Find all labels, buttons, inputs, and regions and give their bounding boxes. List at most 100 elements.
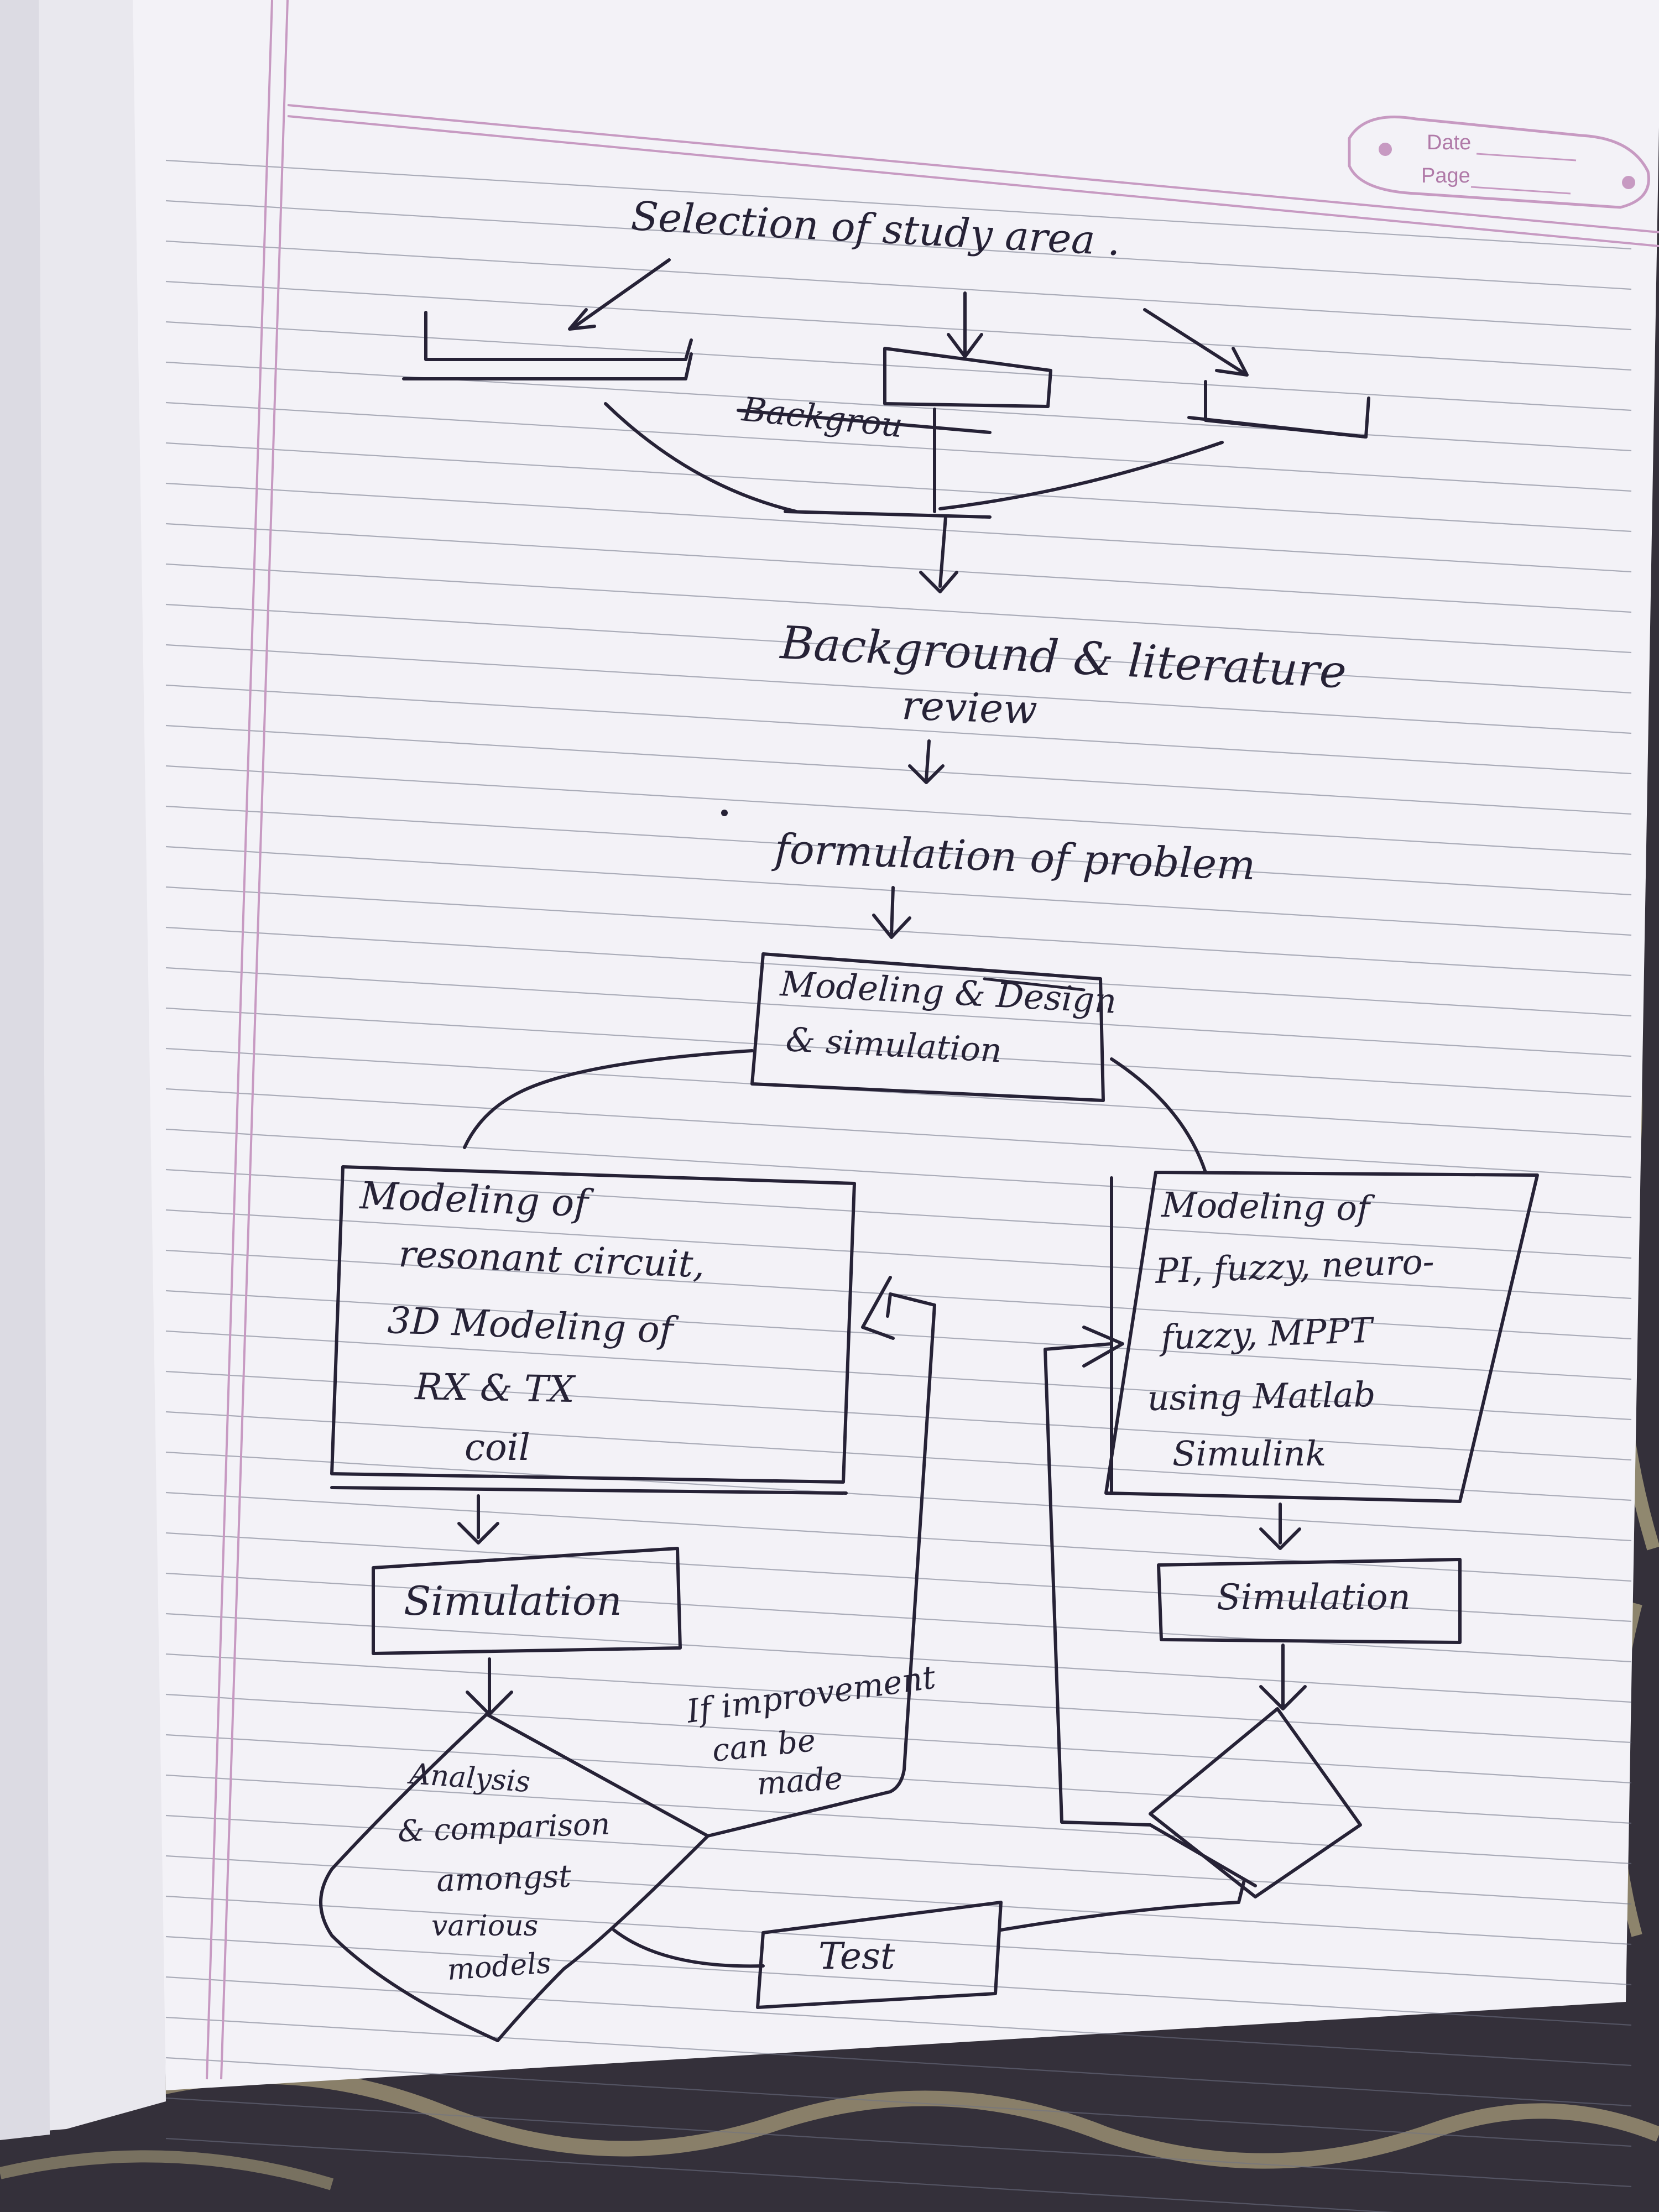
page-stack-edge xyxy=(0,0,166,2140)
ruled-line xyxy=(165,1290,1632,1380)
branch-right xyxy=(1110,1057,1207,1174)
left-simulation-box xyxy=(372,1547,682,1655)
ruled-line xyxy=(165,1976,1632,2067)
analysis-line-3: amongst xyxy=(436,1859,572,1899)
ruled-line xyxy=(165,361,1632,452)
ruled-line xyxy=(165,684,1632,775)
page-label: Page xyxy=(1421,164,1470,187)
right-model-line-5: Simulink xyxy=(1172,1433,1326,1474)
ruled-line xyxy=(165,1532,1632,1623)
ruled-line xyxy=(165,1088,1632,1178)
ruled-line xyxy=(165,2097,1632,2188)
design-simulation-box xyxy=(750,952,1105,1102)
ruled-line xyxy=(165,1855,1632,1945)
ruled-line xyxy=(165,1895,1632,1986)
connector-test-to-decision xyxy=(999,1879,1246,1932)
left-model-line-5: coil xyxy=(465,1426,530,1469)
ruled-line xyxy=(165,563,1632,654)
ruled-line xyxy=(165,1451,1632,1542)
ruled-line xyxy=(165,2016,1632,2107)
badge-dot-icon xyxy=(1622,176,1635,189)
arrow-to-review xyxy=(938,515,947,588)
step-literature-review-line2: review xyxy=(901,682,1038,733)
ruled-line xyxy=(165,926,1632,1017)
notebook-page xyxy=(133,0,1659,2090)
ruled-line xyxy=(165,1168,1632,1259)
margin-lines xyxy=(206,0,1659,2080)
ruled-line xyxy=(165,482,1632,573)
right-model-line-2: PI, fuzzy, neuro- xyxy=(1154,1241,1435,1291)
ruled-line xyxy=(165,1370,1632,1461)
empty-box-middle xyxy=(883,347,1052,408)
ruled-line xyxy=(165,644,1632,734)
right-feedback-line xyxy=(1044,1342,1152,1827)
ruled-line xyxy=(165,200,1632,290)
connector-bar xyxy=(784,510,992,519)
arrow-to-problem xyxy=(925,739,931,781)
ruled-line xyxy=(165,2137,1395,2212)
ruled-line xyxy=(165,846,1632,936)
analysis-decision-diamond xyxy=(319,1713,709,2042)
analysis-line-4: various xyxy=(431,1910,538,1943)
ruled-line xyxy=(165,1047,1632,1138)
arrow-to-left-box xyxy=(573,258,671,328)
ruled-line xyxy=(165,240,1632,331)
ruled-line xyxy=(165,967,1632,1057)
left-model-line-1: Modeling of xyxy=(358,1174,594,1226)
ruled-line xyxy=(165,1693,1632,1784)
analysis-line-2: & comparison xyxy=(397,1807,611,1849)
test-box xyxy=(756,1901,1003,2009)
ruled-line xyxy=(165,321,1632,411)
right-simulation-box xyxy=(1157,1558,1462,1644)
arrow-to-design xyxy=(890,886,895,936)
connector-left xyxy=(604,402,798,513)
ruled-line xyxy=(165,442,1632,533)
left-model-line-4: RX & TX xyxy=(414,1365,577,1411)
ruled-line xyxy=(165,1007,1632,1098)
right-feedback-arrowhead-icon xyxy=(1082,1326,1124,1368)
connector-right xyxy=(938,441,1224,510)
right-model-box xyxy=(1104,1171,1539,1503)
right-model-line-1: Modeling of xyxy=(1161,1185,1376,1229)
connector-analysis-to-test xyxy=(612,1928,765,1968)
right-decision-diamond xyxy=(1149,1707,1362,1898)
test-label: Test xyxy=(818,1935,895,1978)
left-simulation-label: Simulation xyxy=(404,1578,622,1624)
ruled-line xyxy=(165,805,1632,896)
ruled-line xyxy=(165,1411,1632,1501)
ruled-line xyxy=(165,1613,1632,1703)
analysis-line-5: models xyxy=(446,1947,552,1987)
ruled-line xyxy=(165,159,1632,250)
feedback-arrowhead-icon xyxy=(861,1276,895,1340)
ruled-line xyxy=(165,1936,1632,2026)
empty-box-left xyxy=(424,311,693,361)
branch-left xyxy=(463,1049,754,1149)
improvement-line-3: made xyxy=(755,1760,844,1802)
ruled-line xyxy=(165,1653,1632,1744)
badge-dot-icon xyxy=(1379,143,1392,156)
ruled-line xyxy=(165,401,1632,492)
ruled-line xyxy=(165,1209,1632,1300)
ruled-line xyxy=(165,765,1632,855)
ruled-line xyxy=(165,603,1632,694)
ruled-line xyxy=(165,1491,1632,1582)
ruled-line xyxy=(165,1814,1632,1905)
ruled-line xyxy=(165,2057,1632,2147)
ruled-line xyxy=(165,1330,1632,1421)
ruled-line xyxy=(165,1572,1632,1663)
ruled-line xyxy=(165,280,1632,371)
improvement-feedback-line xyxy=(706,1292,936,1838)
date-label: Date xyxy=(1427,131,1471,154)
left-model-line-3: 3D Modeling of xyxy=(387,1299,680,1352)
ruled-line xyxy=(165,724,1632,815)
arrow-to-right-box xyxy=(1143,308,1246,375)
left-model-box xyxy=(330,1165,856,1484)
ruled-lines xyxy=(165,159,1632,2212)
right-simulation-label: Simulation xyxy=(1217,1577,1411,1618)
right-model-line-3: fuzzy, MPPT xyxy=(1158,1310,1376,1358)
ruled-line xyxy=(165,1128,1632,1219)
ruled-line xyxy=(165,1734,1632,1824)
ruled-line xyxy=(165,523,1632,613)
right-model-line-4: using Matlab xyxy=(1147,1374,1376,1418)
